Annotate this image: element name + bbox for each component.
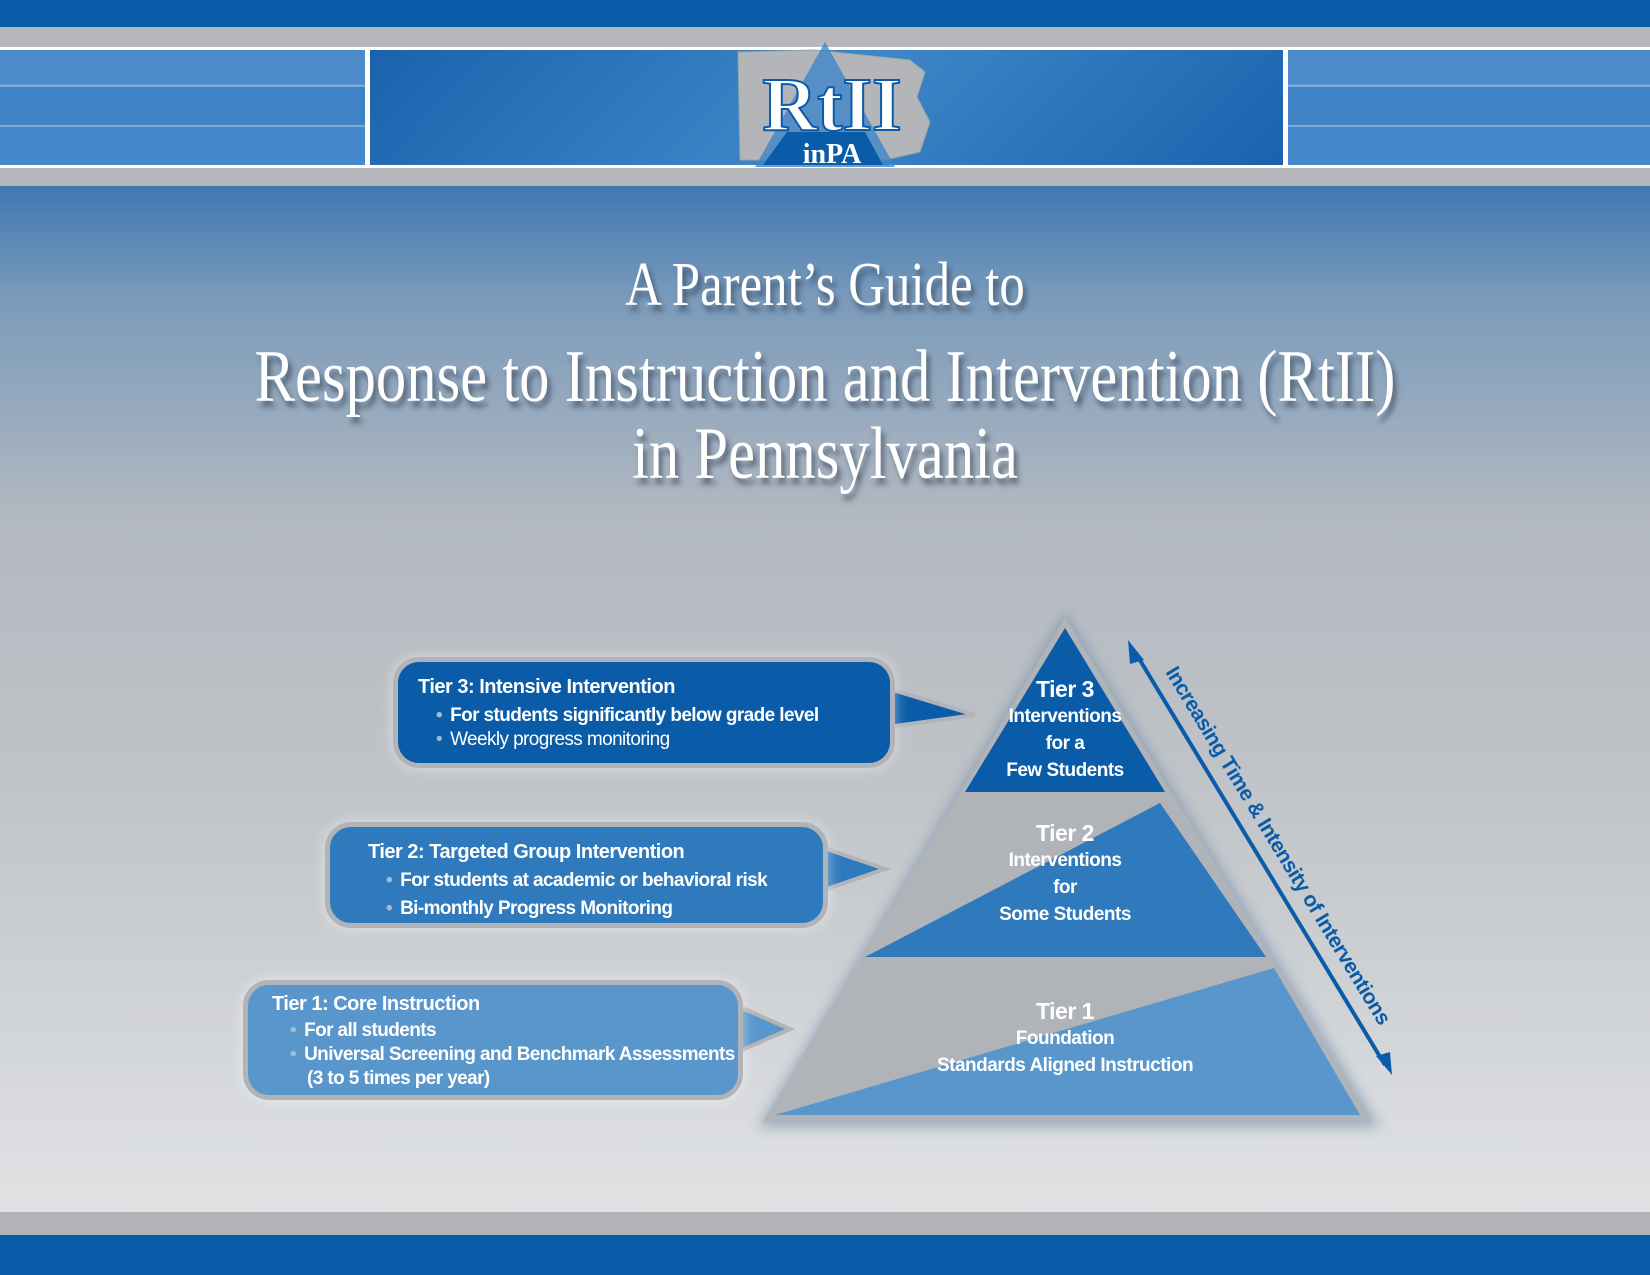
tier3-line: Interventions: [1008, 706, 1122, 727]
tier2-callout: Tier 2: Targeted Group Intervention For …: [325, 822, 828, 928]
banner-right-panel: [1288, 50, 1650, 165]
bottom-gray-band: [0, 1212, 1650, 1235]
tier2-label: Tier 2 Interventions for Some Students: [965, 820, 1165, 928]
title-line-1: A Parent’s Guide to: [625, 251, 1025, 319]
tier2-title: Tier 2: [1036, 820, 1094, 846]
tier1-line: Foundation: [1015, 1028, 1115, 1049]
bottom-bar: [0, 1235, 1650, 1275]
title-line-2: Response to Instruction and Intervention…: [254, 336, 1396, 418]
tier1-heading: Tier 1: Core Instruction: [272, 993, 480, 1015]
tier2-line: for: [1053, 877, 1077, 898]
tier3-line: for a: [1045, 733, 1085, 754]
intensity-arrow: [1128, 640, 1392, 1075]
tier3-title: Tier 3: [1036, 676, 1094, 702]
tier3-bullet: Weekly progress monitoring: [436, 729, 890, 751]
tier2-bullet: For students at academic or behavioral r…: [386, 870, 823, 892]
rtii-logo: RtII inPA: [737, 42, 931, 170]
tier2-bullet: Bi-monthly Progress Monitoring: [386, 898, 823, 920]
tier1-segment: [775, 968, 1360, 1115]
banner-left-panel: [0, 50, 365, 165]
logo-sub: inPA: [803, 139, 862, 170]
tier2-heading: Tier 2: Targeted Group Intervention: [368, 841, 685, 863]
tier3-heading: Tier 3: Intensive Intervention: [418, 676, 675, 698]
tier1-bullet-continuation: (3 to 5 times per year): [307, 1068, 490, 1089]
tier1-bullet: Universal Screening and Benchmark Assess…: [290, 1044, 738, 1066]
tier3-label: Tier 3 Interventions for a Few Students: [965, 676, 1165, 784]
tier2-line: Some Students: [999, 904, 1131, 925]
title-line-3: in Pennsylvania: [632, 413, 1018, 495]
tier3-segment: [965, 628, 1165, 792]
tier3-callout: Tier 3: Intensive Intervention For stude…: [393, 657, 895, 768]
header-banner: RtII inPA: [0, 42, 1650, 170]
tier3-bullet: For students significantly below grade l…: [436, 705, 890, 727]
tier1-line: Standards Aligned Instruction: [936, 1055, 1194, 1076]
tier2-segment: [865, 803, 1266, 957]
tier1-callout: Tier 1: Core Instruction For all student…: [243, 980, 743, 1100]
logo-main: RtII: [762, 63, 901, 147]
gray-band: [0, 168, 1650, 186]
tier1-title: Tier 1: [1036, 998, 1094, 1024]
top-gray-band: [0, 27, 1650, 47]
tier2-line: Interventions: [1008, 850, 1122, 871]
tier1-bullet: For all students: [290, 1020, 738, 1042]
tier3-line: Few Students: [1006, 760, 1124, 781]
top-bar: [0, 0, 1650, 27]
tier1-label: Tier 1 Foundation Standards Aligned Inst…: [915, 998, 1215, 1079]
